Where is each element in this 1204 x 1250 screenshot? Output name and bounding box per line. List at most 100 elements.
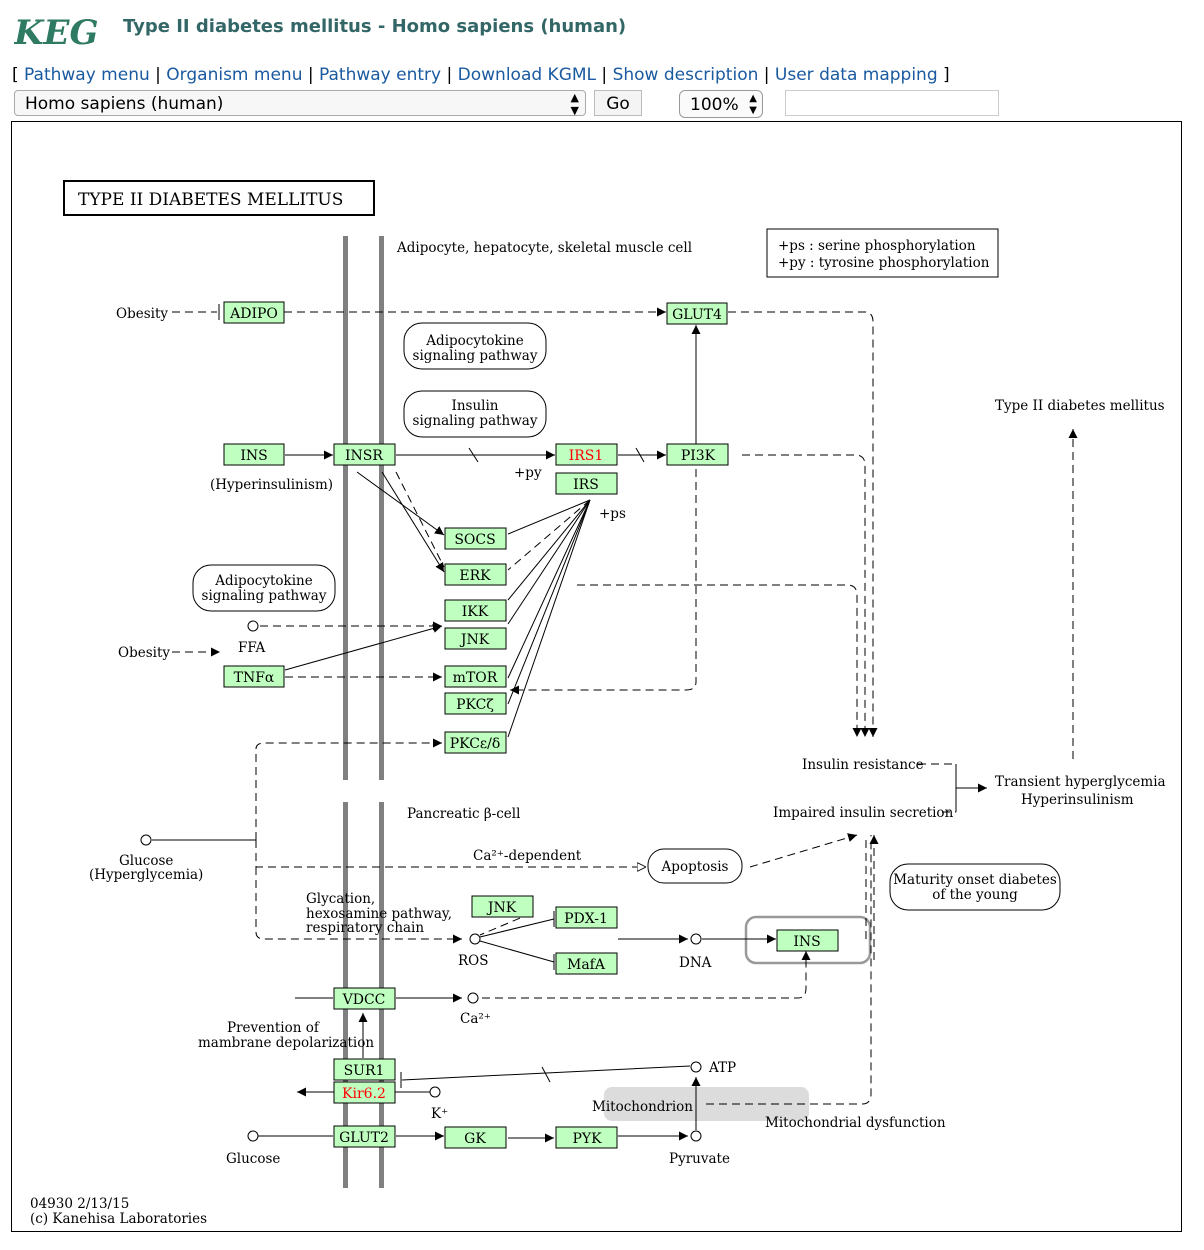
gene-ins-beta[interactable]: INS (776, 929, 839, 952)
svg-text:Adipocytokine: Adipocytokine (425, 333, 523, 349)
gene-gk[interactable]: GK (444, 1126, 507, 1149)
gene-insr[interactable]: INSR (333, 443, 396, 466)
label-ps: +ps (599, 506, 626, 522)
gene-pkcz[interactable]: PKCζ (444, 692, 507, 715)
zoom-value: 100% (690, 95, 739, 115)
gene-jnk-beta[interactable]: JNK (471, 895, 534, 918)
svg-text:signaling pathway: signaling pathway (202, 588, 327, 604)
gene-mafa[interactable]: MafA (555, 952, 618, 975)
label-glycation-3: respiratory chain (306, 920, 424, 936)
footer-copyright: (c) Kanehisa Laboratories (30, 1211, 207, 1227)
gene-glut4[interactable]: GLUT4 (666, 302, 728, 325)
zoom-select[interactable]: 100% ▲▼ (679, 90, 763, 118)
diagram-labels: Adipocyte, hepatocyte, skeletal muscle c… (30, 240, 1166, 1227)
search-input[interactable] (785, 90, 999, 116)
pathway-adipocytokine-left[interactable]: Adipocytokine signaling pathway (192, 564, 336, 612)
gene-erk[interactable]: ERK (444, 563, 507, 586)
svg-text:INSR: INSR (345, 448, 383, 464)
pathway-menu-link[interactable]: Pathway menu (24, 65, 150, 85)
label-prevention-2: mambrane depolarization (198, 1035, 374, 1051)
svg-text:signaling pathway: signaling pathway (413, 348, 538, 364)
pathway-menu-bar: [ Pathway menu | Organism menu | Pathway… (12, 65, 950, 85)
label-pyruvate: Pyruvate (669, 1151, 730, 1167)
pathway-apoptosis[interactable]: Apoptosis (647, 848, 743, 884)
footer-version: 04930 2/13/15 (30, 1196, 129, 1212)
label-glycation-1: Glycation, (306, 891, 375, 907)
pathway-edges (152, 304, 1078, 1143)
svg-text:JNK: JNK (459, 632, 490, 648)
pathway-entry-link[interactable]: Pathway entry (319, 65, 442, 85)
svg-text:PKCε/δ: PKCε/δ (450, 736, 501, 752)
gene-pyk[interactable]: PYK (555, 1126, 618, 1149)
organism-select[interactable]: Homo sapiens (human) ▲▼ (14, 90, 586, 117)
svg-text:Insulin: Insulin (452, 398, 499, 414)
label-hyperinsulinism: (Hyperinsulinism) (210, 477, 333, 493)
svg-text:ADIPO: ADIPO (229, 306, 278, 322)
legend-ps: +ps : serine phosphorylation (778, 238, 976, 254)
gene-ins[interactable]: INS (223, 443, 285, 466)
svg-text:ERK: ERK (459, 568, 491, 584)
gene-irs[interactable]: IRS (555, 472, 618, 495)
download-kgml-link[interactable]: Download KGML (457, 65, 597, 85)
gene-jnk[interactable]: JNK (444, 627, 507, 650)
label-mitochondrion: Mitochondrion (592, 1099, 693, 1115)
label-adipocyte: Adipocyte, hepatocyte, skeletal muscle c… (396, 240, 692, 256)
gene-pkced[interactable]: PKCε/δ (444, 731, 507, 754)
svg-text:IRS1: IRS1 (569, 448, 604, 464)
gene-mtor[interactable]: mTOR (444, 665, 507, 688)
label-prevention-1: Prevention of (227, 1020, 320, 1036)
svg-text:INS: INS (240, 448, 267, 464)
gene-irs1[interactable]: IRS1 (555, 443, 618, 466)
organism-menu-link[interactable]: Organism menu (166, 65, 303, 85)
label-glycation-2: hexosamine pathway, (306, 906, 452, 922)
label-py: +py (514, 465, 542, 481)
user-data-mapping-link[interactable]: User data mapping (774, 65, 938, 85)
gene-kir62[interactable]: Kir6.2 (333, 1081, 396, 1104)
svg-text:GK: GK (464, 1131, 486, 1147)
svg-text:JNK: JNK (486, 900, 517, 916)
svg-text:PI3K: PI3K (681, 448, 716, 464)
pathway-adipocytokine-top[interactable]: Adipocytokine signaling pathway (403, 322, 547, 370)
show-description-link[interactable]: Show description (612, 65, 759, 85)
label-obesity-1: Obesity (116, 306, 168, 322)
map-title-box: TYPE II DIABETES MELLITUS (63, 180, 375, 216)
svg-text:mTOR: mTOR (453, 670, 498, 686)
gene-tnfa[interactable]: TNFα (223, 665, 285, 688)
svg-text:Apoptosis: Apoptosis (661, 859, 729, 875)
label-hyperglycemia: (Hyperglycemia) (89, 867, 203, 883)
svg-text:GLUT2: GLUT2 (339, 1130, 389, 1146)
label-transient-2: Hyperinsulinism (1021, 792, 1134, 808)
svg-text:Maturity onset diabetes: Maturity onset diabetes (893, 872, 1057, 888)
label-mito-dysfunction: Mitochondrial dysfunction (765, 1115, 946, 1131)
kegg-logo[interactable]: KEGG (14, 8, 98, 60)
label-ca2: Ca²⁺ (460, 1011, 491, 1027)
organism-select-value: Homo sapiens (human) (25, 94, 224, 114)
pathway-insulin-signaling[interactable]: Insulin signaling pathway (403, 390, 547, 438)
gene-pdx1[interactable]: PDX-1 (555, 906, 618, 929)
gene-glut2[interactable]: GLUT2 (333, 1125, 396, 1148)
svg-text:of the young: of the young (932, 887, 1018, 903)
svg-text:VDCC: VDCC (342, 992, 386, 1008)
compound-nodes (140, 620, 702, 1142)
pathway-mody[interactable]: Maturity onset diabetes of the young (889, 863, 1061, 911)
gene-vdcc[interactable]: VDCC (333, 987, 396, 1010)
gene-adipo[interactable]: ADIPO (223, 301, 285, 324)
pathway-diagram: TYPE II DIABETES MELLITUS +ps : serine p… (30, 180, 1166, 1227)
legend-box: +ps : serine phosphorylation +py : tyros… (766, 228, 999, 278)
go-button[interactable]: Go (594, 90, 642, 116)
zoom-arrows-icon: ▲▼ (749, 93, 757, 116)
label-atp: ATP (708, 1060, 736, 1076)
svg-text:TNFα: TNFα (234, 670, 275, 686)
gene-ikk[interactable]: IKK (444, 599, 507, 622)
svg-text:IKK: IKK (462, 604, 489, 620)
label-glucose-bottom: Glucose (226, 1151, 280, 1167)
gene-sur1[interactable]: SUR1 (333, 1058, 396, 1081)
label-impaired-secretion: Impaired insulin secretion (773, 805, 954, 821)
svg-text:Kir6.2: Kir6.2 (342, 1086, 386, 1102)
svg-text:INS: INS (793, 934, 820, 950)
ins-highlight-frame (744, 915, 872, 965)
gene-pi3k[interactable]: PI3K (666, 443, 729, 466)
gene-socs[interactable]: SOCS (444, 527, 507, 550)
label-pancreatic: Pancreatic β-cell (407, 806, 520, 822)
label-ffa: FFA (238, 640, 266, 656)
